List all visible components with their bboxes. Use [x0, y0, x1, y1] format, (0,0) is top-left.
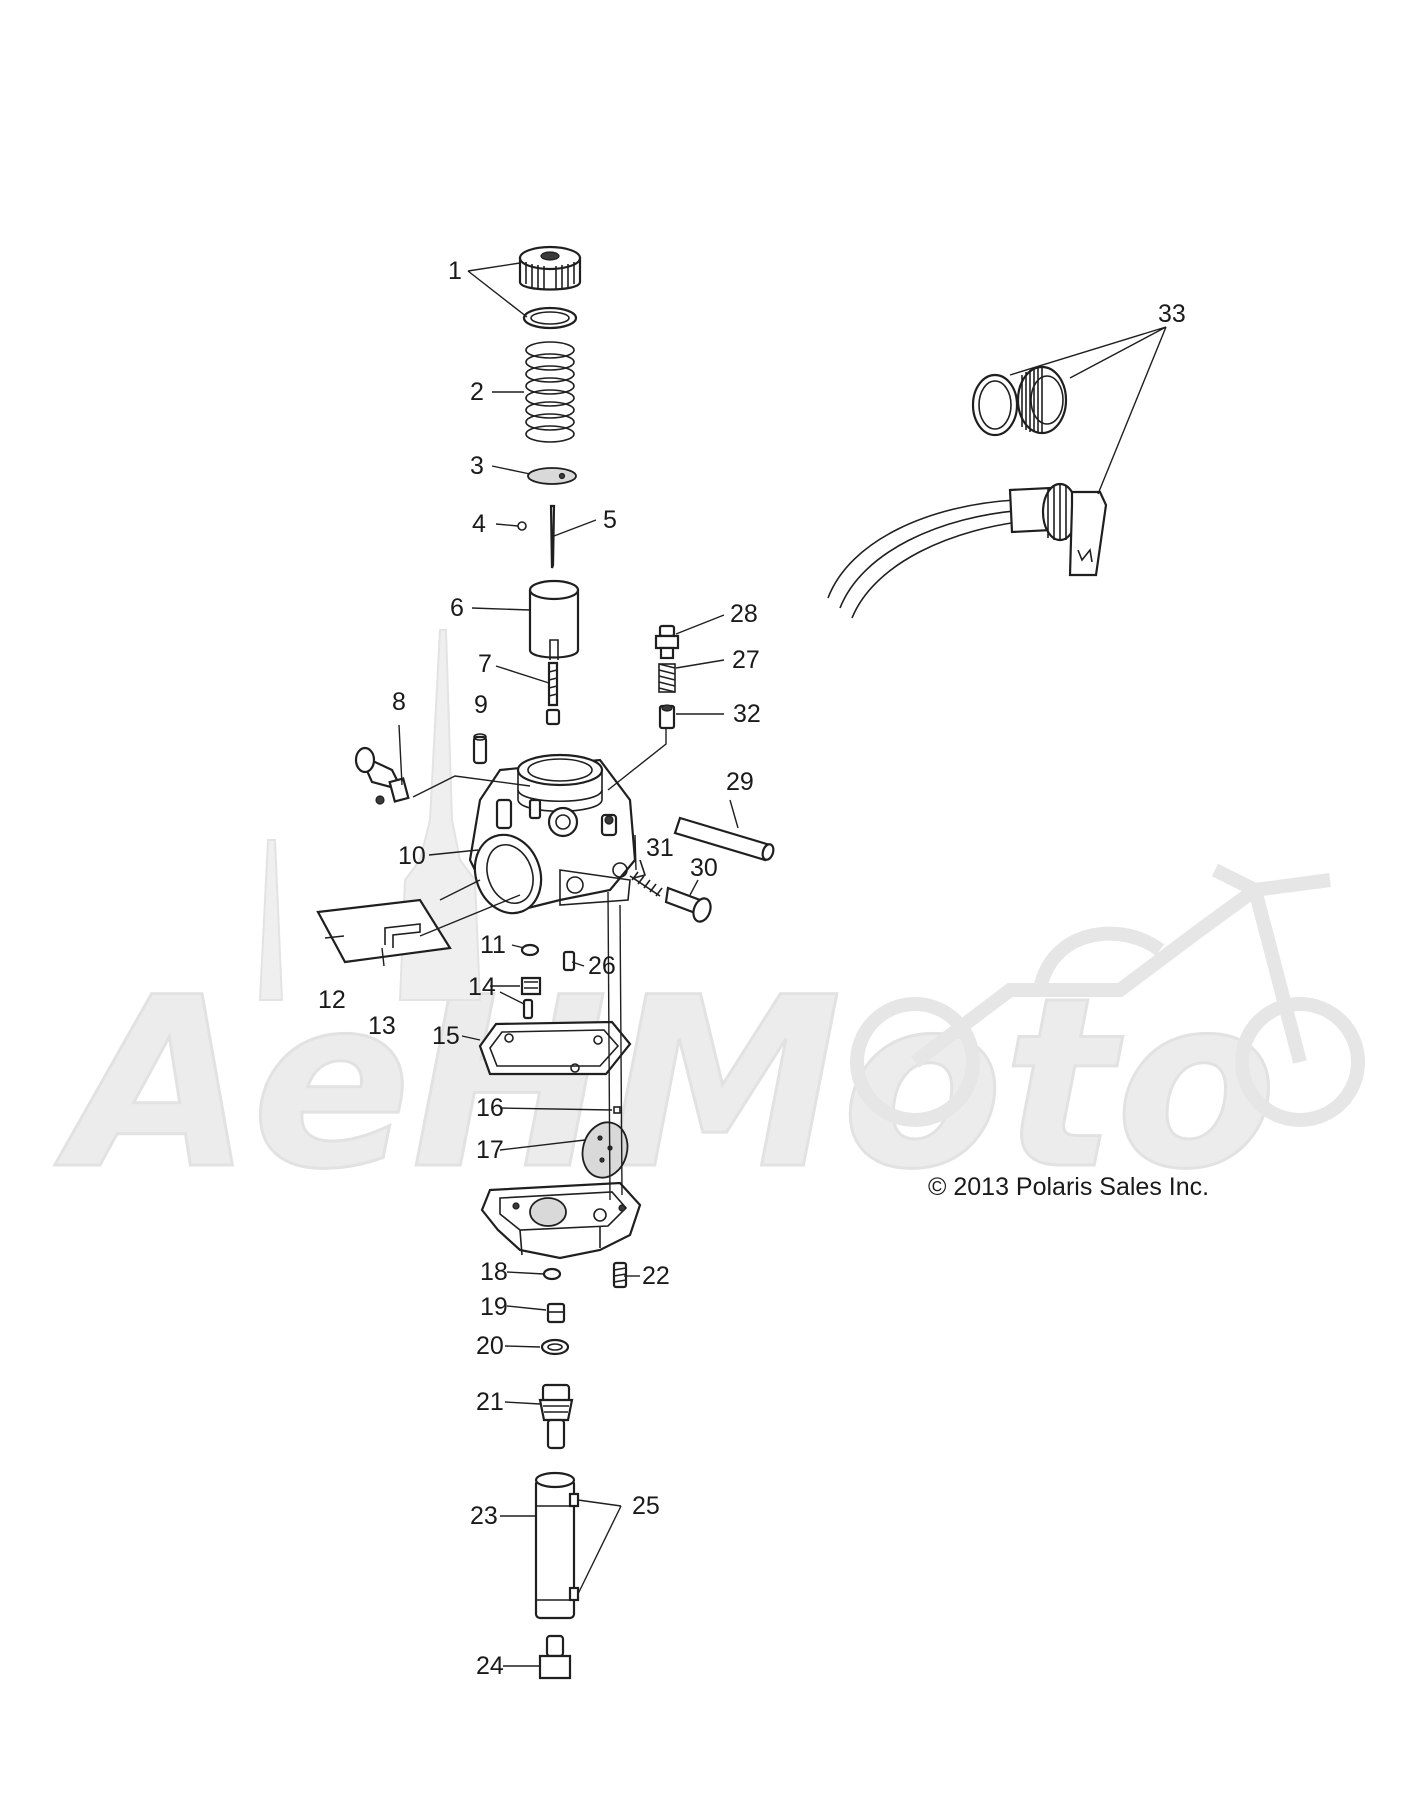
- callout-29: 29: [726, 768, 754, 796]
- part-tube-23: [534, 1471, 580, 1620]
- part-seat-32: [658, 704, 676, 730]
- part-screw-7: [545, 661, 561, 726]
- part-fitting-21: [538, 1383, 574, 1450]
- callout-4: 4: [472, 510, 486, 538]
- callout-14: 14: [468, 973, 496, 1001]
- callout-18: 18: [480, 1258, 508, 1286]
- callout-24: 24: [476, 1652, 504, 1680]
- part-oring-20: [540, 1338, 570, 1356]
- callout-19: 19: [480, 1293, 508, 1321]
- callout-32: 32: [733, 700, 761, 728]
- part-pin-16: [613, 1106, 621, 1114]
- part-bracket: [316, 898, 452, 964]
- leader-lines: [381, 262, 1167, 1667]
- part-gasket: [478, 1020, 632, 1076]
- callout-2: 2: [470, 378, 484, 406]
- callout-27: 27: [732, 646, 760, 674]
- callout-21: 21: [476, 1388, 504, 1416]
- part-jet-14: [520, 976, 542, 1020]
- callout-12: 12: [318, 986, 346, 1014]
- part-screw-30: [664, 886, 712, 923]
- callout-9: 9: [474, 691, 488, 719]
- part-washer-18: [542, 1267, 562, 1281]
- callout-8: 8: [392, 688, 406, 716]
- part-fitting-24: [538, 1634, 572, 1680]
- part-screw-22: [612, 1261, 628, 1289]
- callout-26: 26: [588, 952, 616, 980]
- callout-7: 7: [478, 650, 492, 678]
- part-choke-plunger: [354, 746, 410, 805]
- callout-20: 20: [476, 1332, 504, 1360]
- copyright-text: © 2013 Polaris Sales Inc.: [928, 1173, 1209, 1201]
- callout-16: 16: [476, 1094, 504, 1122]
- part-washer-11: [520, 943, 540, 957]
- callout-15: 15: [432, 1022, 460, 1050]
- part-float-bowl: [480, 1181, 642, 1260]
- callout-11: 11: [480, 931, 506, 959]
- callout-17: 17: [476, 1136, 504, 1164]
- part-hose-29: [673, 816, 775, 862]
- callout-1: 1: [448, 257, 462, 285]
- callout-6: 6: [450, 594, 464, 622]
- callout-31: 31: [646, 834, 674, 862]
- part-screw-26: [562, 950, 576, 972]
- callout-labels: 1 2 3 4 5 6 7 8 9 10 11 12 13 14 15 16 1…: [318, 257, 1186, 1680]
- part-screw-28: [654, 624, 680, 660]
- callout-3: 3: [470, 452, 484, 480]
- callout-25: 25: [632, 1492, 660, 1520]
- part-cap-and-washer: [518, 245, 582, 330]
- callout-10: 10: [398, 842, 426, 870]
- callout-33: 33: [1158, 300, 1186, 328]
- part-jet-19: [546, 1302, 566, 1324]
- part-clip-and-needle: [517, 504, 556, 569]
- part-slide: [528, 579, 580, 660]
- part-pin-9: [472, 733, 488, 765]
- part-spring-27: [658, 663, 676, 693]
- watermark-motorcycle-icon: [850, 863, 1365, 1127]
- part-carburetor-body: [468, 753, 647, 915]
- part-float: [581, 1121, 629, 1179]
- callout-5: 5: [603, 506, 617, 534]
- callout-13: 13: [368, 1012, 396, 1040]
- part-spring-31: [629, 871, 663, 897]
- callout-30: 30: [690, 854, 718, 882]
- part-spring: [525, 341, 575, 443]
- part-throttle-assembly: [827, 365, 1108, 619]
- callout-23: 23: [470, 1502, 498, 1530]
- watermark: AeHMoto: [53, 629, 1365, 1223]
- part-plate: [527, 467, 577, 485]
- callout-22: 22: [642, 1262, 670, 1290]
- callout-28: 28: [730, 600, 758, 628]
